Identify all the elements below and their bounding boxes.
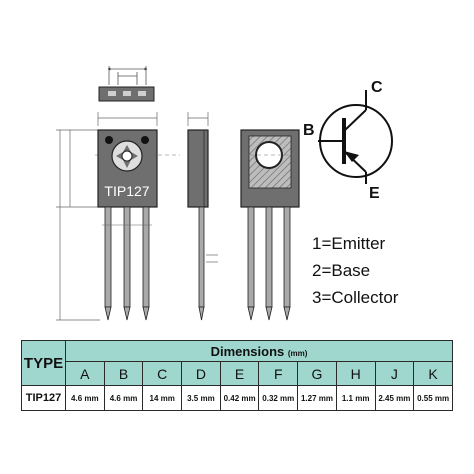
back-view [240,129,300,321]
dimension-value: 0.42 mm [219,385,260,411]
front-view: TIP127 [56,112,180,321]
front-leads [102,206,152,321]
column-header: D [181,361,221,386]
dimension-value: 4.6 mm [65,385,105,411]
type-header: TYPE [21,340,66,386]
dimension-value: 1.27 mm [297,385,337,411]
part-label: TIP127 [104,183,149,199]
column-header: F [258,361,299,386]
dimension-value: 4.6 mm [103,385,144,411]
column-header: J [374,361,415,386]
column-header: B [103,361,144,386]
dimension-value: 3.5 mm [181,385,221,411]
type-value: TIP127 [21,385,66,411]
collector-pin-label: C [371,79,383,96]
column-header: C [142,361,183,386]
column-header: K [413,361,453,386]
dimensions-table: TYPE Dimensions (mm) A B C D E F G H J K… [21,340,453,411]
base-pin-label: B [303,122,315,139]
dimension-value: 0.32 mm [258,385,299,411]
pin-legend-collector: 3=Collector [312,288,399,307]
transistor-symbol: B C E [303,79,393,202]
dimensions-header: Dimensions (mm) [65,340,453,362]
column-header: H [335,361,376,386]
back-leads [247,206,291,321]
transistor-drawing: TIP127 [56,66,393,321]
dimensions-unit: (mm) [287,348,308,358]
dimension-value: 0.55 mm [413,385,453,411]
dimension-value: 1.1 mm [335,385,376,411]
dimensions-title: Dimensions [210,343,285,359]
column-header: G [297,361,337,386]
column-header: E [219,361,260,386]
emitter-pin-label: E [369,185,380,202]
top-view [98,66,155,102]
side-view [187,112,218,321]
table-row: TIP127 4.6 mm 4.6 mm 14 mm 3.5 mm 0.42 m… [21,385,453,411]
pin-legend-emitter: 1=Emitter [312,234,386,253]
pin-legend-base: 2=Base [312,261,371,280]
dimension-value: 2.45 mm [374,385,415,411]
dimension-value: 14 mm [142,385,183,411]
column-header: A [65,361,105,386]
